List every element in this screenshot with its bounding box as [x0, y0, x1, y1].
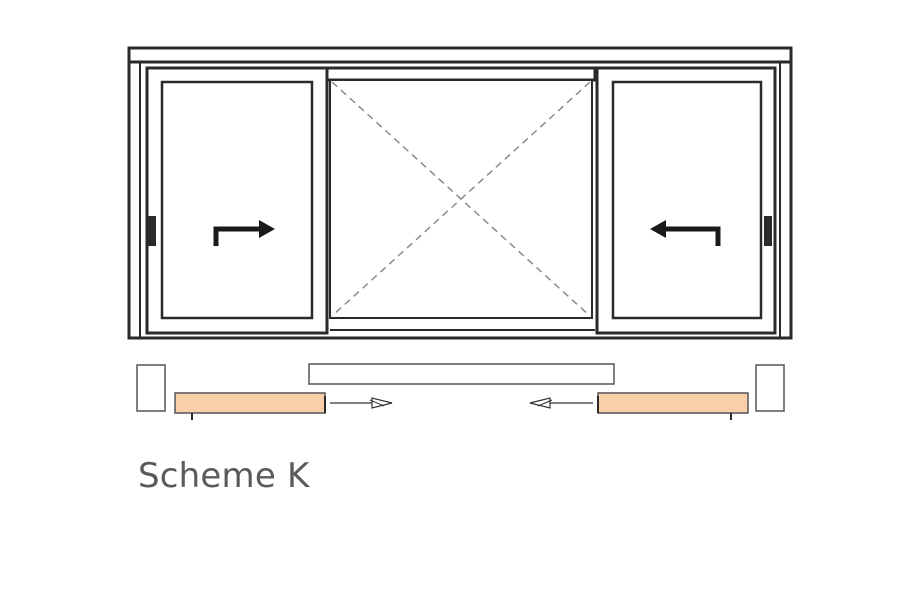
arrow-right-icon	[213, 226, 262, 246]
scheme-caption: Scheme K	[138, 456, 310, 496]
left-handle-icon	[148, 216, 156, 246]
right-sash	[595, 66, 777, 335]
center-fixed-pane	[325, 66, 597, 331]
slide-arrow-left-icon	[529, 397, 593, 409]
right-jamb	[755, 364, 785, 412]
arrow-left-icon	[664, 226, 721, 246]
arrow-right-head	[259, 220, 275, 238]
right-sash-plan	[597, 392, 749, 414]
slide-arrow-right-icon	[330, 397, 393, 409]
frame-outer	[127, 46, 793, 340]
fixed-pane-plan	[308, 363, 615, 385]
fixed-cross-line-2	[331, 81, 591, 317]
left-sash	[145, 66, 329, 335]
window-frame	[127, 46, 793, 340]
center-top-rail	[325, 66, 597, 82]
right-handle-icon	[764, 216, 772, 246]
left-jamb	[136, 364, 166, 412]
right-sash-glass	[611, 80, 763, 320]
track-plan-view	[136, 363, 785, 420]
left-sash-glass	[160, 80, 314, 320]
arrow-left-head	[650, 220, 666, 238]
left-sash-plan	[174, 392, 326, 414]
